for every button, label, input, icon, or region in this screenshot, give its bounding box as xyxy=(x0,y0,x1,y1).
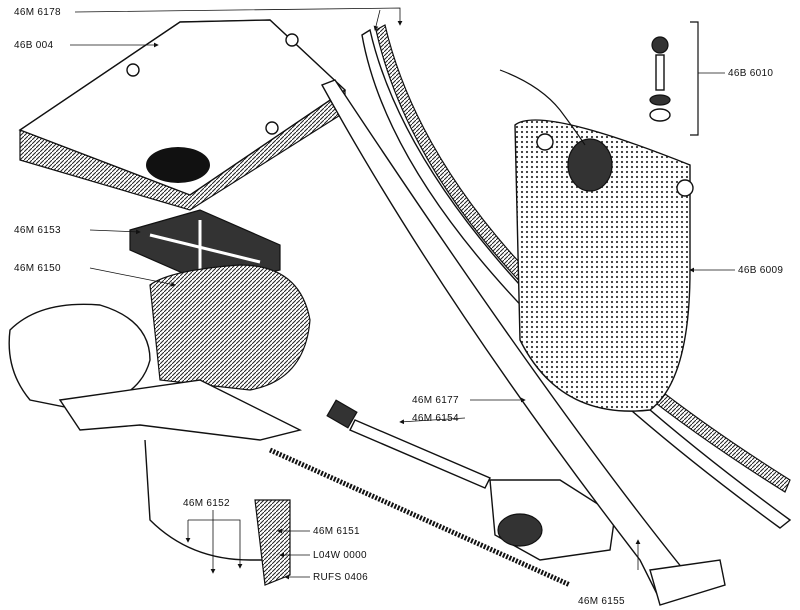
label-l04w-0000: L04W 0000 xyxy=(313,550,367,561)
label-46m-6177: 46M 6177 xyxy=(412,395,459,406)
wheelbox xyxy=(489,479,616,561)
label-46m-6152: 46M 6152 xyxy=(183,498,230,509)
label-46m-6151: 46M 6151 xyxy=(313,526,360,537)
label-46m-6150: 46M 6150 xyxy=(14,263,61,274)
cover-plate xyxy=(18,19,347,211)
label-rufs-0406: RUFS 0406 xyxy=(313,572,368,583)
drive-cable xyxy=(268,447,572,588)
label-46b-6009: 46B 6009 xyxy=(738,265,783,276)
label-46m-6178: 46M 6178 xyxy=(14,7,61,18)
label-46m-6155: 46M 6155 xyxy=(578,596,625,607)
label-46b-004: 46B 004 xyxy=(14,40,53,51)
label-46b-6010: 46B 6010 xyxy=(728,68,773,79)
washer-reservoir xyxy=(499,69,694,412)
label-46m-6154: 46M 6154 xyxy=(412,413,459,424)
tube xyxy=(326,399,491,489)
wiper-blade-and-arm xyxy=(321,24,792,606)
wiper-motor xyxy=(8,264,311,586)
washer-jet xyxy=(649,36,671,122)
leader-lines xyxy=(70,7,735,580)
label-46m-6153: 46M 6153 xyxy=(14,225,61,236)
